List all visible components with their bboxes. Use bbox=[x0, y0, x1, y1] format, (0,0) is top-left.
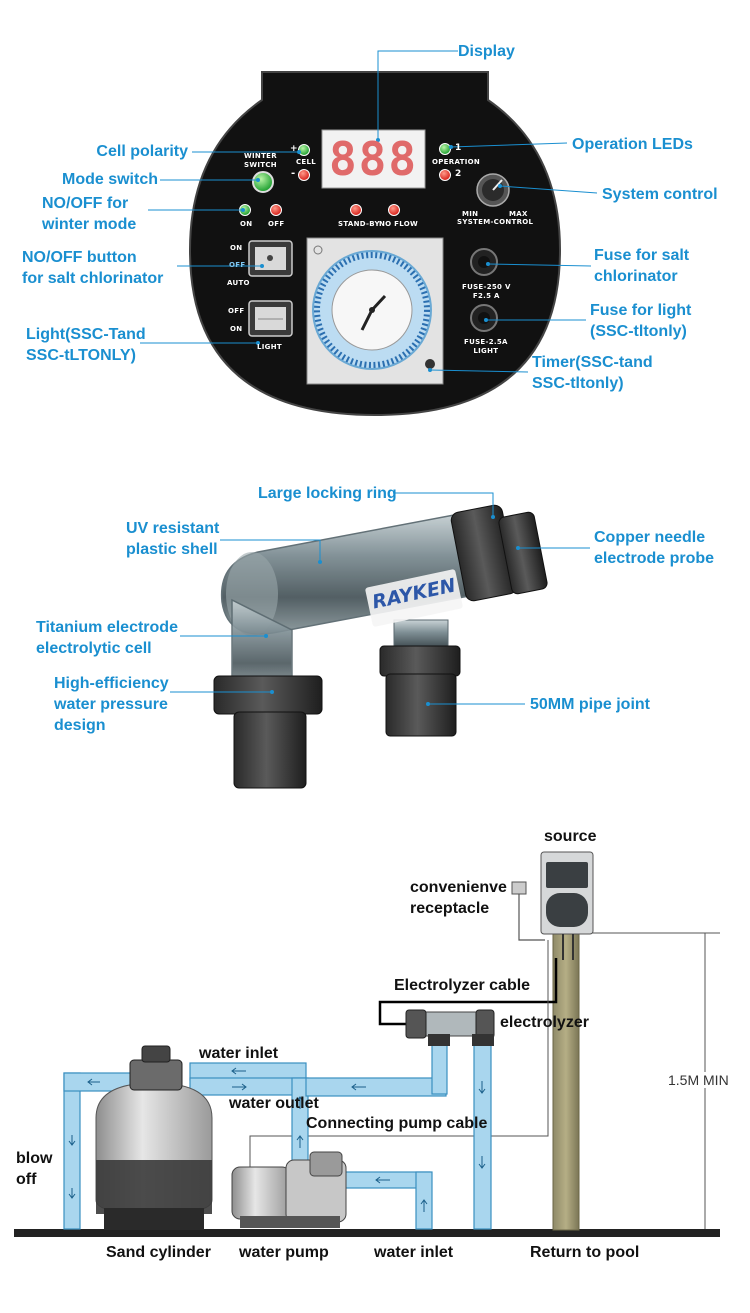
label-operation: OPERATION bbox=[432, 158, 481, 166]
label-electrolyzer-cable: Electrolyzer cable bbox=[394, 977, 531, 994]
electrolyzer-unit bbox=[405, 1009, 495, 1046]
label-sw1-on: ON bbox=[230, 244, 243, 252]
standby-led bbox=[350, 204, 362, 216]
callout-pipe-joint: 50MM pipe joint bbox=[530, 696, 650, 713]
callout-mode-switch: Mode switch bbox=[61, 171, 158, 188]
callout-fuse-salt: Fuse for salt chlorinator bbox=[594, 247, 690, 285]
display-digits: 888 bbox=[328, 132, 419, 186]
cell-plus-led bbox=[298, 144, 310, 156]
operation-led-2 bbox=[439, 169, 451, 181]
panel-leader-lines bbox=[140, 50, 598, 373]
callout-uv-shell: UV resistant plastic shell bbox=[126, 520, 220, 558]
fuse-light-holder[interactable] bbox=[470, 304, 498, 332]
label-water-outlet: water outlet bbox=[229, 1095, 319, 1112]
callout-fuse-light: Fuse for light (SSC-tltonly) bbox=[590, 302, 692, 340]
fuse-salt-holder[interactable] bbox=[470, 248, 498, 276]
label-water-inlet-bottom: water inlet bbox=[374, 1244, 454, 1261]
label-min: MIN bbox=[462, 210, 479, 218]
salt-chlorinator-switch[interactable] bbox=[248, 240, 293, 277]
pump-cable bbox=[249, 940, 549, 1168]
label-receptacle: convenienve receptacle bbox=[410, 879, 507, 917]
label-minus: - bbox=[291, 168, 296, 179]
digit-display bbox=[321, 129, 426, 189]
callout-cell-polarity: Cell polarity bbox=[96, 143, 188, 160]
callout-locking-ring: Large locking ring bbox=[258, 485, 397, 502]
label-winter-switch: WINTER SWITCH bbox=[244, 152, 277, 169]
label-sw1-auto: AUTO bbox=[227, 279, 250, 287]
label-height: 1.5M MIN bbox=[666, 1072, 731, 1088]
label-blow-off: blow off bbox=[16, 1150, 53, 1188]
pipe-network bbox=[63, 1041, 492, 1230]
cell-leader-lines bbox=[170, 492, 590, 705]
callout-operation-leds: Operation LEDs bbox=[572, 136, 693, 153]
callout-system-control: System control bbox=[602, 186, 718, 203]
label-water-inlet-top: water inlet bbox=[199, 1045, 279, 1062]
label-sw1-off: OFF bbox=[229, 261, 246, 269]
water-pump-unit bbox=[231, 1151, 347, 1228]
cell-minus-led bbox=[298, 169, 310, 181]
label-op-1: 1 bbox=[455, 143, 462, 153]
label-no-flow: NO FLOW bbox=[379, 220, 419, 228]
timer-dial[interactable] bbox=[306, 237, 444, 385]
label-sw2-off: OFF bbox=[228, 307, 245, 315]
callout-titanium: Titanium electrode electrolytic cell bbox=[36, 619, 178, 657]
label-return-to-pool: Return to pool bbox=[530, 1244, 640, 1261]
power-source-box bbox=[540, 851, 594, 960]
no-flow-led bbox=[388, 204, 400, 216]
label-plus: + bbox=[290, 144, 298, 154]
label-cell: CELL bbox=[296, 158, 317, 166]
winter-off-led bbox=[270, 204, 282, 216]
label-winter-on: ON bbox=[240, 220, 253, 228]
label-fuse-1: FUSE-250 V F2.5 A bbox=[462, 283, 511, 300]
label-standby: STAND-BY bbox=[338, 220, 380, 228]
electrolytic-cell-product bbox=[170, 492, 590, 789]
label-electrolyzer: electrolyzer bbox=[500, 1014, 589, 1031]
label-fuse-2: FUSE-2.5A LIGHT bbox=[464, 338, 508, 355]
label-max: MAX bbox=[509, 210, 528, 218]
flow-arrows bbox=[68, 1067, 486, 1212]
callout-high-efficiency: High-efficiency water pressure design bbox=[54, 675, 169, 734]
callout-light: Light(SSC-Tand SSC-tLTONLY) bbox=[26, 326, 146, 364]
label-source: source bbox=[544, 828, 597, 845]
callout-no-off-winter: NO/OFF for winter mode bbox=[42, 195, 137, 233]
callout-timer: Timer(SSC-tand SSC-tltonly) bbox=[532, 354, 653, 392]
mounting-pole bbox=[552, 929, 580, 1231]
label-water-pump: water pump bbox=[239, 1244, 329, 1261]
receptacle-box bbox=[511, 881, 527, 895]
light-switch[interactable] bbox=[248, 300, 293, 337]
sand-filter-tank bbox=[95, 1045, 213, 1230]
callout-copper-probe: Copper needle electrode probe bbox=[594, 529, 715, 567]
label-op-2: 2 bbox=[455, 169, 462, 179]
ground-line bbox=[14, 1229, 720, 1237]
electrolyzer-cable bbox=[378, 958, 558, 1026]
operation-led-1 bbox=[439, 143, 451, 155]
label-sw2-on: ON bbox=[230, 325, 243, 333]
label-light: LIGHT bbox=[257, 343, 282, 351]
system-control-knob[interactable] bbox=[476, 173, 510, 207]
label-pump-cable: Connecting pump cable bbox=[306, 1115, 488, 1132]
label-system-control: SYSTEM-CONTROL bbox=[457, 218, 534, 226]
label-winter-off: OFF bbox=[268, 220, 285, 228]
installation-diagram bbox=[14, 851, 720, 1237]
callout-display: Display bbox=[458, 43, 515, 60]
label-sand-cylinder: Sand cylinder bbox=[106, 1244, 211, 1261]
winter-switch-button[interactable] bbox=[252, 171, 274, 193]
control-panel bbox=[140, 50, 598, 417]
callout-no-off-button: NO/OFF button for salt chlorinator bbox=[22, 249, 164, 287]
